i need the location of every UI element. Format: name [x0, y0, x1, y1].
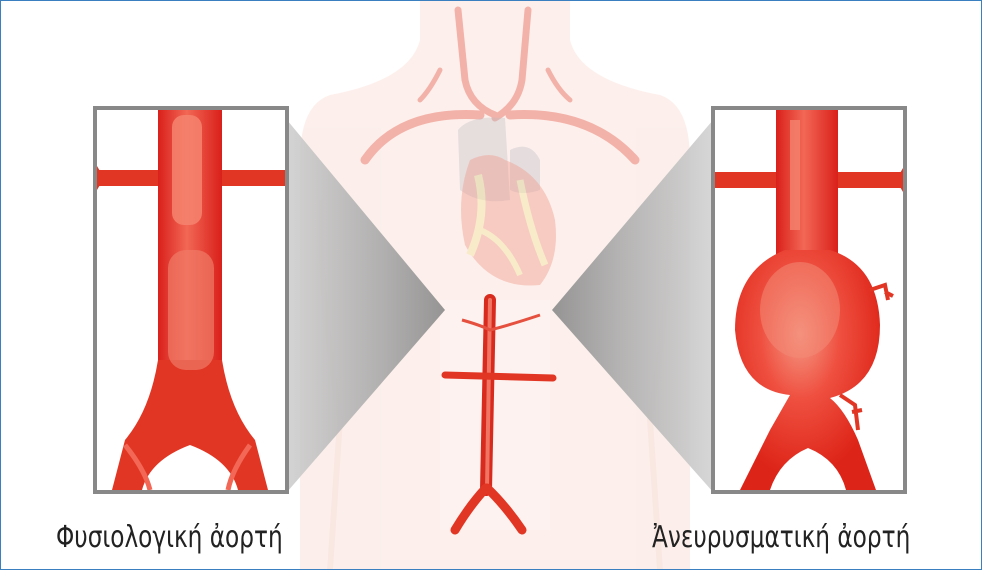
central-aorta [440, 300, 553, 530]
caption-normal-aorta: Φυσιολογική ἀορτή [56, 520, 283, 555]
inset-aneurysm-aorta [713, 108, 905, 492]
caption-aneurysm-aorta: Ἀνευρυσματική ἀορτή [652, 520, 910, 555]
inset-normal-aorta [95, 108, 287, 492]
